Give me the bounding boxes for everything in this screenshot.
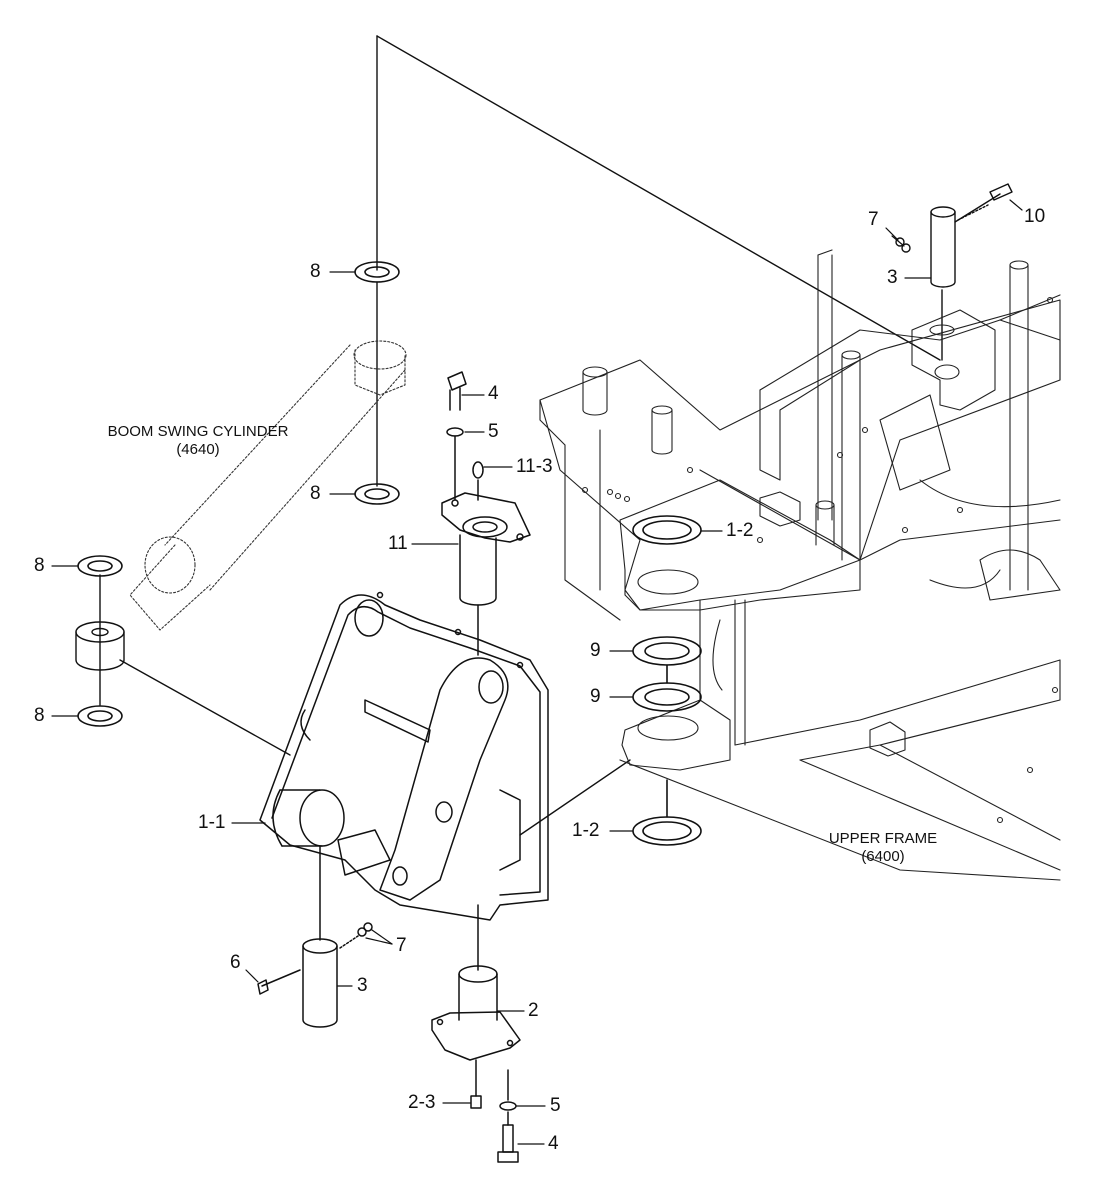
lower-pin-2 bbox=[431, 904, 521, 1163]
callout-10: 10 bbox=[1024, 206, 1046, 227]
callout-8-c: 8 bbox=[34, 555, 45, 576]
boom-swing-cylinder-name: BOOM SWING CYLINDER bbox=[107, 423, 289, 440]
swing-bracket bbox=[259, 591, 549, 921]
callout-4-bot: 4 bbox=[548, 1133, 559, 1154]
callout-2: 2 bbox=[528, 1000, 539, 1021]
callout-leaders bbox=[51, 199, 1023, 1145]
callout-11: 11 bbox=[388, 533, 408, 554]
callout-6: 6 bbox=[230, 952, 241, 973]
upper-frame-name: UPPER FRAME bbox=[828, 830, 938, 847]
callout-9-a: 9 bbox=[590, 640, 601, 661]
callout-5-bot: 5 bbox=[550, 1095, 561, 1116]
upper-frame-caption: UPPER FRAME (6400) bbox=[808, 830, 958, 866]
callout-3-bot: 3 bbox=[357, 975, 368, 996]
upper-pin-11 bbox=[441, 371, 531, 656]
boom-swing-cylinder-caption: BOOM SWING CYLINDER (4640) bbox=[88, 423, 308, 459]
washer-1-2-and-9 bbox=[632, 515, 702, 846]
callout-8-a: 8 bbox=[310, 261, 321, 282]
top-pin-assembly bbox=[895, 183, 1013, 288]
callout-1-1: 1-1 bbox=[198, 812, 226, 833]
lower-pin-3 bbox=[257, 845, 373, 1028]
reference-lines bbox=[99, 35, 943, 836]
callout-2-3: 2-3 bbox=[408, 1092, 436, 1113]
cylinder-rod-eye bbox=[75, 621, 125, 671]
callout-7-bot: 7 bbox=[396, 935, 407, 956]
boom-swing-cylinder-code: (4640) bbox=[176, 441, 220, 458]
upper-frame bbox=[539, 249, 1061, 881]
callout-3-top: 3 bbox=[887, 267, 898, 288]
callout-1-2-top: 1-2 bbox=[726, 520, 754, 541]
callout-4-top: 4 bbox=[488, 383, 499, 404]
upper-frame-code: (6400) bbox=[861, 848, 905, 865]
callout-1-2-bot: 1-2 bbox=[572, 820, 600, 841]
callout-7-top: 7 bbox=[868, 209, 879, 230]
callout-8-b: 8 bbox=[310, 483, 321, 504]
callout-11-3: 11-3 bbox=[516, 456, 553, 477]
boom-swing-cylinder bbox=[129, 340, 407, 631]
callout-9-b: 9 bbox=[590, 686, 601, 707]
callout-8-d: 8 bbox=[34, 705, 45, 726]
callout-5-top: 5 bbox=[488, 421, 499, 442]
